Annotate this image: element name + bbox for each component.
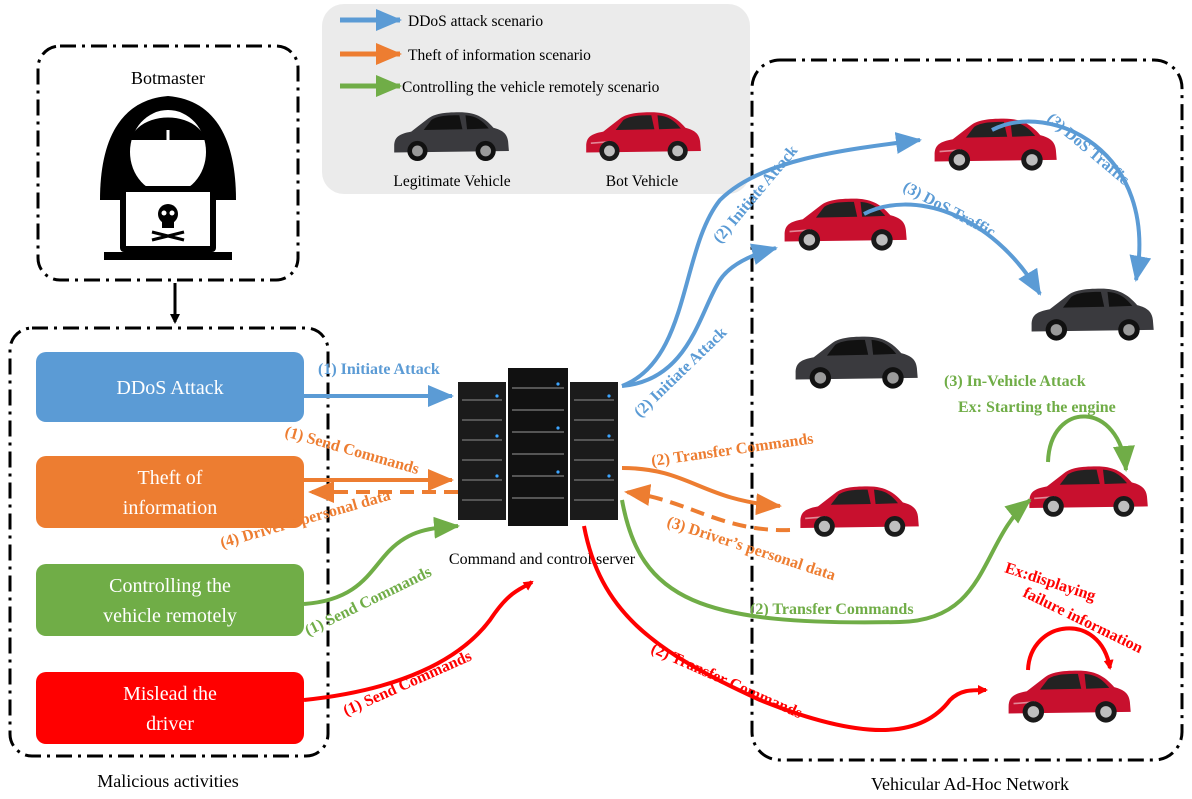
control-box [36, 564, 304, 636]
theft-label-1: Theft of [138, 467, 203, 489]
botmaster-title: Botmaster [131, 68, 205, 88]
label-ddos-traffic-b: (3) DoS Traffic [1043, 110, 1132, 188]
malicious-activities-caption: Malicious activities [97, 771, 238, 791]
bot-vehicle-orange-icon [799, 485, 920, 538]
ddos-initiate-arrow-2b [621, 243, 778, 388]
ddos-traffic-arrow-b [991, 119, 1152, 282]
mislead-label-2: driver [146, 713, 194, 735]
legend-item-control: Controlling the vehicle remotely scenari… [402, 79, 660, 96]
mislead-send-arrow [303, 580, 534, 702]
vanet-box [750, 58, 1184, 762]
label-in-vehicle-2: Ex: Starting the engine [958, 399, 1116, 416]
theft-personal-arrow [624, 484, 791, 533]
label-mislead-send: (1) Send Commands [341, 648, 475, 720]
legend-legit-label: Legitimate Vehicle [393, 173, 510, 190]
server-icon [458, 368, 618, 526]
legend-box [322, 4, 750, 194]
control-label-1: Controlling the [109, 575, 231, 597]
bot-vehicle-red-icon [1007, 669, 1132, 724]
server-label: Command and control server [449, 551, 636, 568]
botmaster-box [36, 44, 300, 282]
legit-vehicle-idle-icon [795, 336, 918, 389]
label-control-transfer: (2) Transfer Commands [750, 601, 914, 618]
ddos-initiate-arrow-2a [621, 132, 922, 388]
control-label-2: vehicle remotely [103, 605, 237, 627]
legend-item-theft: Theft of information scenario [408, 47, 591, 64]
legend-item-ddos: DDoS attack scenario [408, 13, 543, 30]
ddos-attack-box [36, 352, 304, 422]
legit-vehicle-target-icon [1031, 288, 1154, 341]
label-ddos-traffic-a: (3) DoS Traffic [900, 179, 998, 242]
theft-box [36, 456, 304, 528]
display-failure-arrow [1026, 626, 1114, 671]
legend-bot-label: Bot Vehicle [606, 173, 679, 190]
control-send-arrow [303, 516, 460, 606]
hacker-icon [100, 96, 236, 260]
mislead-transfer-arrow [582, 525, 988, 732]
control-transfer-arrow [620, 498, 1032, 625]
label-ddos-initiate-1: (1) Initiate Attack [318, 361, 440, 378]
ddos-traffic-arrow-a [863, 202, 1042, 296]
ddos-attack-label: DDoS Attack [116, 377, 223, 399]
mislead-box [36, 672, 304, 744]
vanet-caption: Vehicular Ad-Hoc Network [871, 774, 1069, 794]
bot-vehicle-green-icon [1028, 465, 1149, 518]
malicious-activities-box [8, 326, 330, 758]
mislead-label-1: Mislead the [123, 683, 217, 705]
in-vehicle-attack-arrow [1046, 414, 1135, 472]
label-mislead-transfer: (2) Transfer Commands [648, 640, 804, 722]
label-in-vehicle-1: (3) In-Vehicle Attack [944, 373, 1086, 390]
label-theft-transfer: (2) Transfer Commands [650, 430, 814, 470]
theft-transfer-arrow [621, 466, 782, 516]
theft-label-2: information [123, 497, 217, 519]
